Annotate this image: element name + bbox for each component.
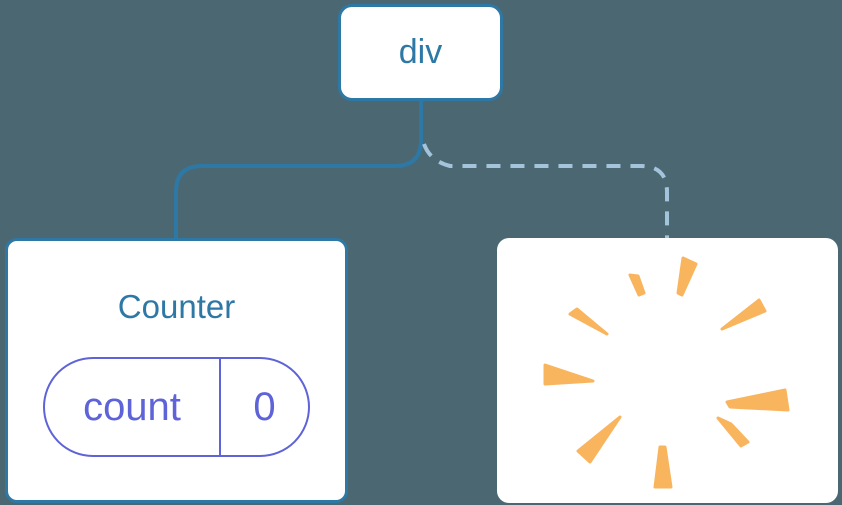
poof-explosion-icon (543, 256, 790, 489)
state-pill: count 0 (43, 357, 310, 457)
removed-node (497, 238, 838, 503)
poof-ray (568, 307, 609, 336)
poof-ray (716, 416, 750, 448)
poof-ray (653, 445, 673, 489)
poof-ray (676, 256, 698, 297)
poof-ray (720, 298, 767, 331)
counter-title: Counter (117, 288, 236, 325)
poof-ray (628, 273, 646, 297)
poof-ray (576, 415, 622, 464)
state-value: 0 (219, 359, 308, 455)
poof-ray (725, 388, 790, 412)
state-key: count (83, 385, 181, 429)
counter-node: Counter count 0 (5, 238, 348, 503)
root-node-label: div (398, 33, 443, 71)
connector-solid-line (174, 101, 423, 238)
root-node: div (338, 4, 503, 101)
connector-dashed-line (422, 143, 669, 238)
poof-ray (543, 363, 595, 386)
